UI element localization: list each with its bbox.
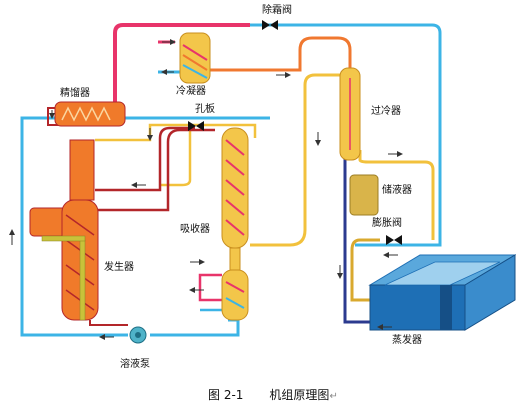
absorber-outlet-pipe xyxy=(198,273,222,302)
pump-line xyxy=(89,320,128,326)
caption-title: 机组原理图 xyxy=(269,388,330,402)
receiver-vessel xyxy=(349,174,379,216)
absorber-vessel xyxy=(221,127,249,321)
label-absorber: 吸收器 xyxy=(180,224,210,235)
figure-caption: 图 2-1 机组原理图↵ xyxy=(208,386,338,403)
condenser-vessel xyxy=(179,32,211,84)
defrost-line xyxy=(248,23,442,247)
solution-pump xyxy=(129,326,147,344)
liquid-line xyxy=(358,150,435,240)
vapor-to-absorber-pipe xyxy=(250,73,340,247)
defrost-valve xyxy=(262,20,278,30)
rectifier-vessel xyxy=(54,101,126,127)
cold-vapor-pipe xyxy=(343,150,378,324)
expansion-valve xyxy=(386,235,402,245)
flow-arrows xyxy=(9,39,403,340)
label-defrost-valve: 除霜阀 xyxy=(262,5,292,16)
generator-vessel xyxy=(29,139,99,321)
caption-end-mark: ↵ xyxy=(329,391,338,402)
orifice-return xyxy=(160,130,192,187)
label-receiver: 储液器 xyxy=(382,185,412,196)
label-generator: 发生器 xyxy=(104,262,134,273)
vapor-to-condenser-pipe xyxy=(113,23,250,105)
evaporator-vessel xyxy=(368,254,516,331)
weak-solution-pipe xyxy=(95,126,195,192)
label-evaporator: 蒸发器 xyxy=(392,335,422,346)
liquid-to-expansion xyxy=(350,238,380,302)
condensate-pipe xyxy=(210,36,352,72)
orifice-valve xyxy=(188,121,204,131)
label-solution-pump: 溶液泵 xyxy=(120,359,150,370)
label-rectifier: 精馏器 xyxy=(60,88,90,99)
orifice-pipe xyxy=(95,123,257,142)
strong-solution-pipe xyxy=(95,128,215,212)
subcooler-vessel xyxy=(339,67,361,161)
caption-number: 图 2-1 xyxy=(208,388,244,402)
label-expansion-valve: 膨胀阀 xyxy=(372,218,402,229)
label-condenser: 冷凝器 xyxy=(176,86,206,97)
label-orifice: 孔板 xyxy=(195,104,215,115)
label-subcooler: 过冷器 xyxy=(371,106,401,117)
